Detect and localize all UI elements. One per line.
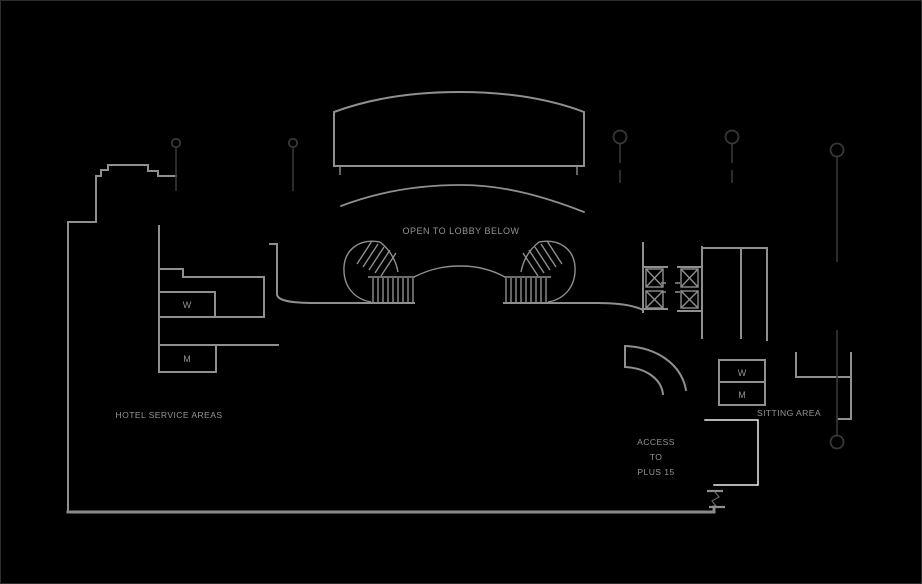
elevator-cab-box bbox=[645, 268, 664, 288]
elevator-cab-x bbox=[645, 290, 664, 309]
grid-bubble bbox=[829, 142, 845, 158]
break-line-symbol bbox=[707, 489, 725, 509]
column-grid-marker bbox=[170, 137, 182, 191]
stair-outer-curve bbox=[538, 240, 576, 303]
plus15-walkway-outline bbox=[704, 419, 759, 486]
elevator-cab-box bbox=[645, 290, 664, 309]
sitting-area-label: SITTING AREA bbox=[757, 408, 821, 418]
elevator-shaft-walls bbox=[642, 242, 668, 313]
grid-bubble bbox=[829, 434, 845, 450]
column-grid-marker bbox=[612, 129, 628, 183]
break-zigzag bbox=[711, 491, 720, 508]
stair-fan-treads bbox=[356, 240, 397, 277]
elevator-cab-x bbox=[645, 268, 664, 288]
floor-edge-left bbox=[269, 243, 415, 304]
stair-inner-rail bbox=[379, 241, 399, 273]
mens-room-left-label: M bbox=[183, 354, 191, 364]
sitting-area-walls bbox=[795, 352, 852, 420]
access-label-line1: ACCESS bbox=[637, 437, 675, 447]
access-label-line3: PLUS 15 bbox=[637, 467, 674, 477]
elevator-cab bbox=[645, 290, 664, 309]
stair-outer-curve bbox=[343, 240, 381, 303]
womens-room-right-label: W bbox=[738, 368, 747, 378]
elevator-shaft-walls bbox=[677, 266, 703, 312]
elevator-cab bbox=[645, 268, 664, 288]
elevator-cab bbox=[680, 268, 699, 288]
stair-treads bbox=[505, 278, 547, 303]
elevator-cab-box bbox=[680, 290, 699, 309]
elevator-door-jambs bbox=[675, 282, 680, 293]
right-stair bbox=[504, 240, 576, 303]
elevator-cab-x bbox=[680, 268, 699, 288]
access-plus15-label: ACCESS TO PLUS 15 bbox=[637, 437, 675, 477]
lobby-arc bbox=[340, 184, 585, 213]
mens-room-left bbox=[158, 344, 217, 373]
elevator-bank-right bbox=[675, 266, 703, 312]
service-room-boundary bbox=[158, 268, 265, 318]
balcony-edge-curve bbox=[413, 265, 506, 278]
column-grid bbox=[170, 129, 845, 450]
column-grid-marker bbox=[829, 142, 845, 450]
stair-core-room bbox=[701, 246, 768, 341]
left-stair bbox=[343, 240, 415, 303]
column-grid-marker bbox=[287, 137, 299, 191]
column-grid-marker bbox=[724, 129, 740, 183]
balcony-ticks bbox=[339, 166, 578, 175]
balcony-outline bbox=[333, 90, 585, 167]
womens-room-left-label: W bbox=[183, 300, 192, 310]
elevator-door-jambs bbox=[661, 282, 666, 293]
curved-partition bbox=[623, 344, 688, 396]
open-to-lobby-label: OPEN TO LOBBY BELOW bbox=[402, 226, 519, 236]
top-balcony bbox=[333, 90, 585, 175]
grid-bubble bbox=[612, 129, 628, 145]
elevator-cab bbox=[680, 290, 699, 309]
stair-inner-rail bbox=[520, 241, 540, 273]
partition-inner-arc bbox=[623, 365, 665, 396]
restrooms-right: W M bbox=[718, 359, 766, 406]
building-outline-left bbox=[67, 164, 177, 513]
elevator-cab-box bbox=[680, 268, 699, 288]
mens-room-right-label: M bbox=[738, 390, 746, 400]
hotel-service-areas-label: HOTEL SERVICE AREAS bbox=[116, 410, 223, 420]
access-label-line2: TO bbox=[650, 452, 663, 462]
stair-fan-treads bbox=[522, 240, 563, 277]
elevator-bank-left bbox=[642, 242, 668, 313]
building-outline-bottom bbox=[66, 505, 716, 514]
grid-bubble bbox=[170, 137, 182, 149]
stair-treads bbox=[372, 278, 414, 303]
grid-bubble bbox=[724, 129, 740, 145]
womens-room-left bbox=[158, 291, 216, 318]
sitting-wall-right bbox=[837, 352, 852, 420]
partition-outer-arc bbox=[623, 344, 688, 392]
service-rooms: W M bbox=[158, 225, 279, 373]
grid-bubble bbox=[287, 137, 299, 149]
sitting-wall-u bbox=[795, 352, 852, 378]
elevator-cab-x bbox=[680, 290, 699, 309]
floor-edge-right bbox=[503, 302, 645, 312]
